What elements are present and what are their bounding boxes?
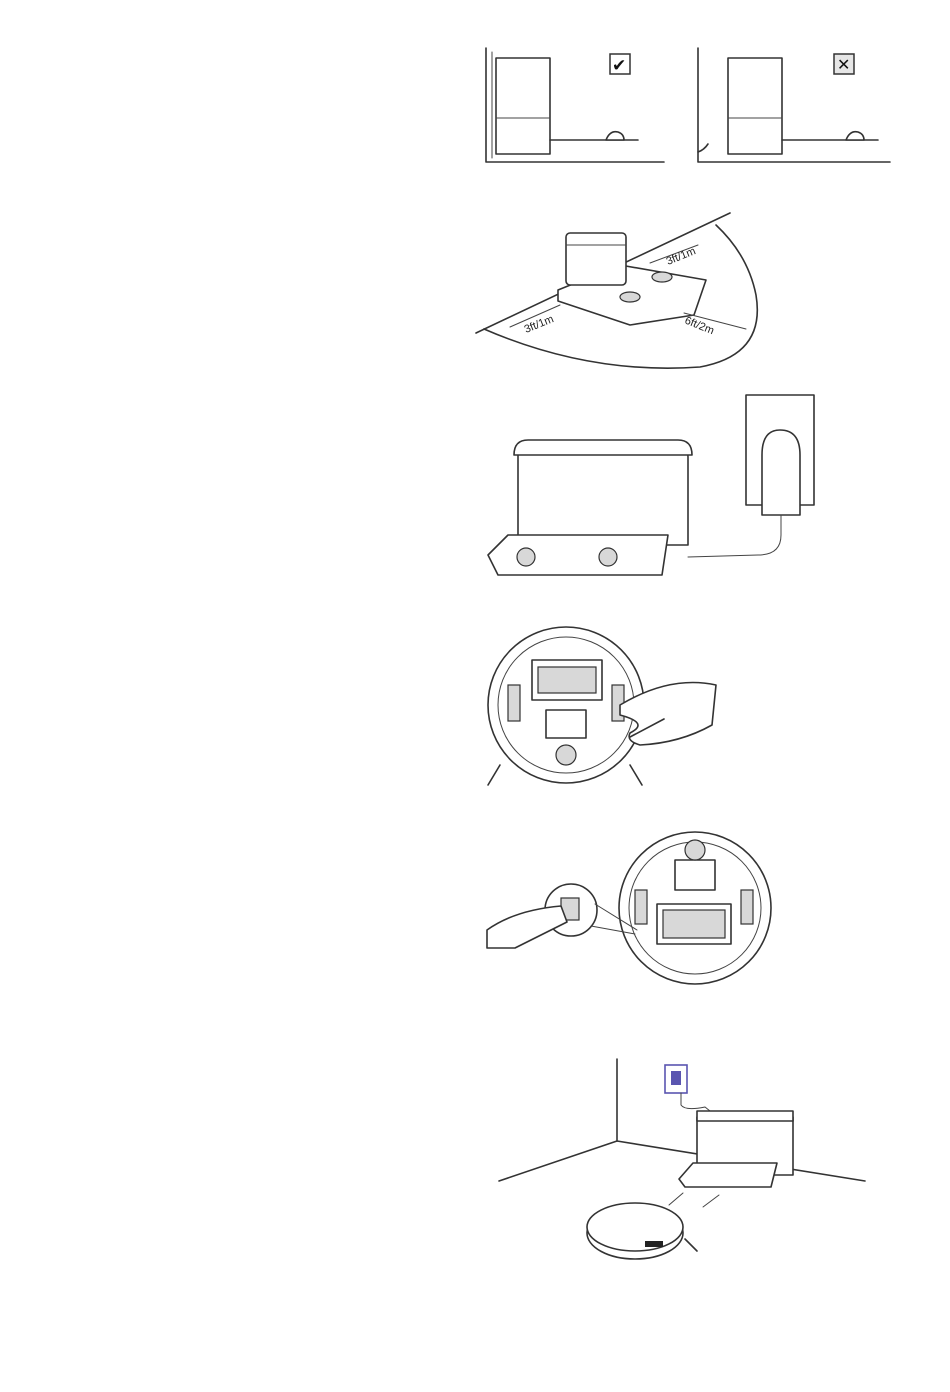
dock-power-figure — [478, 385, 838, 585]
robot-underside-figure-2 — [485, 830, 785, 990]
placement-wrong-panel: ✕ — [698, 48, 890, 162]
left-clearance-label: 3ft/1m — [523, 313, 556, 336]
return-to-dock-figure — [495, 1055, 875, 1265]
clearance-figure: 3ft/1m 3ft/1m 6ft/2m — [470, 205, 770, 375]
placement-figure: ✔ ✕ — [478, 40, 898, 175]
check-mark-icon: ✔ — [612, 56, 626, 75]
robot-underside-figure-1 — [480, 615, 720, 790]
cross-mark-icon: ✕ — [837, 57, 850, 74]
placement-correct-panel: ✔ — [486, 48, 664, 162]
front-clearance-label: 6ft/2m — [683, 315, 716, 338]
top-clearance-label: 3ft/1m — [665, 245, 698, 268]
